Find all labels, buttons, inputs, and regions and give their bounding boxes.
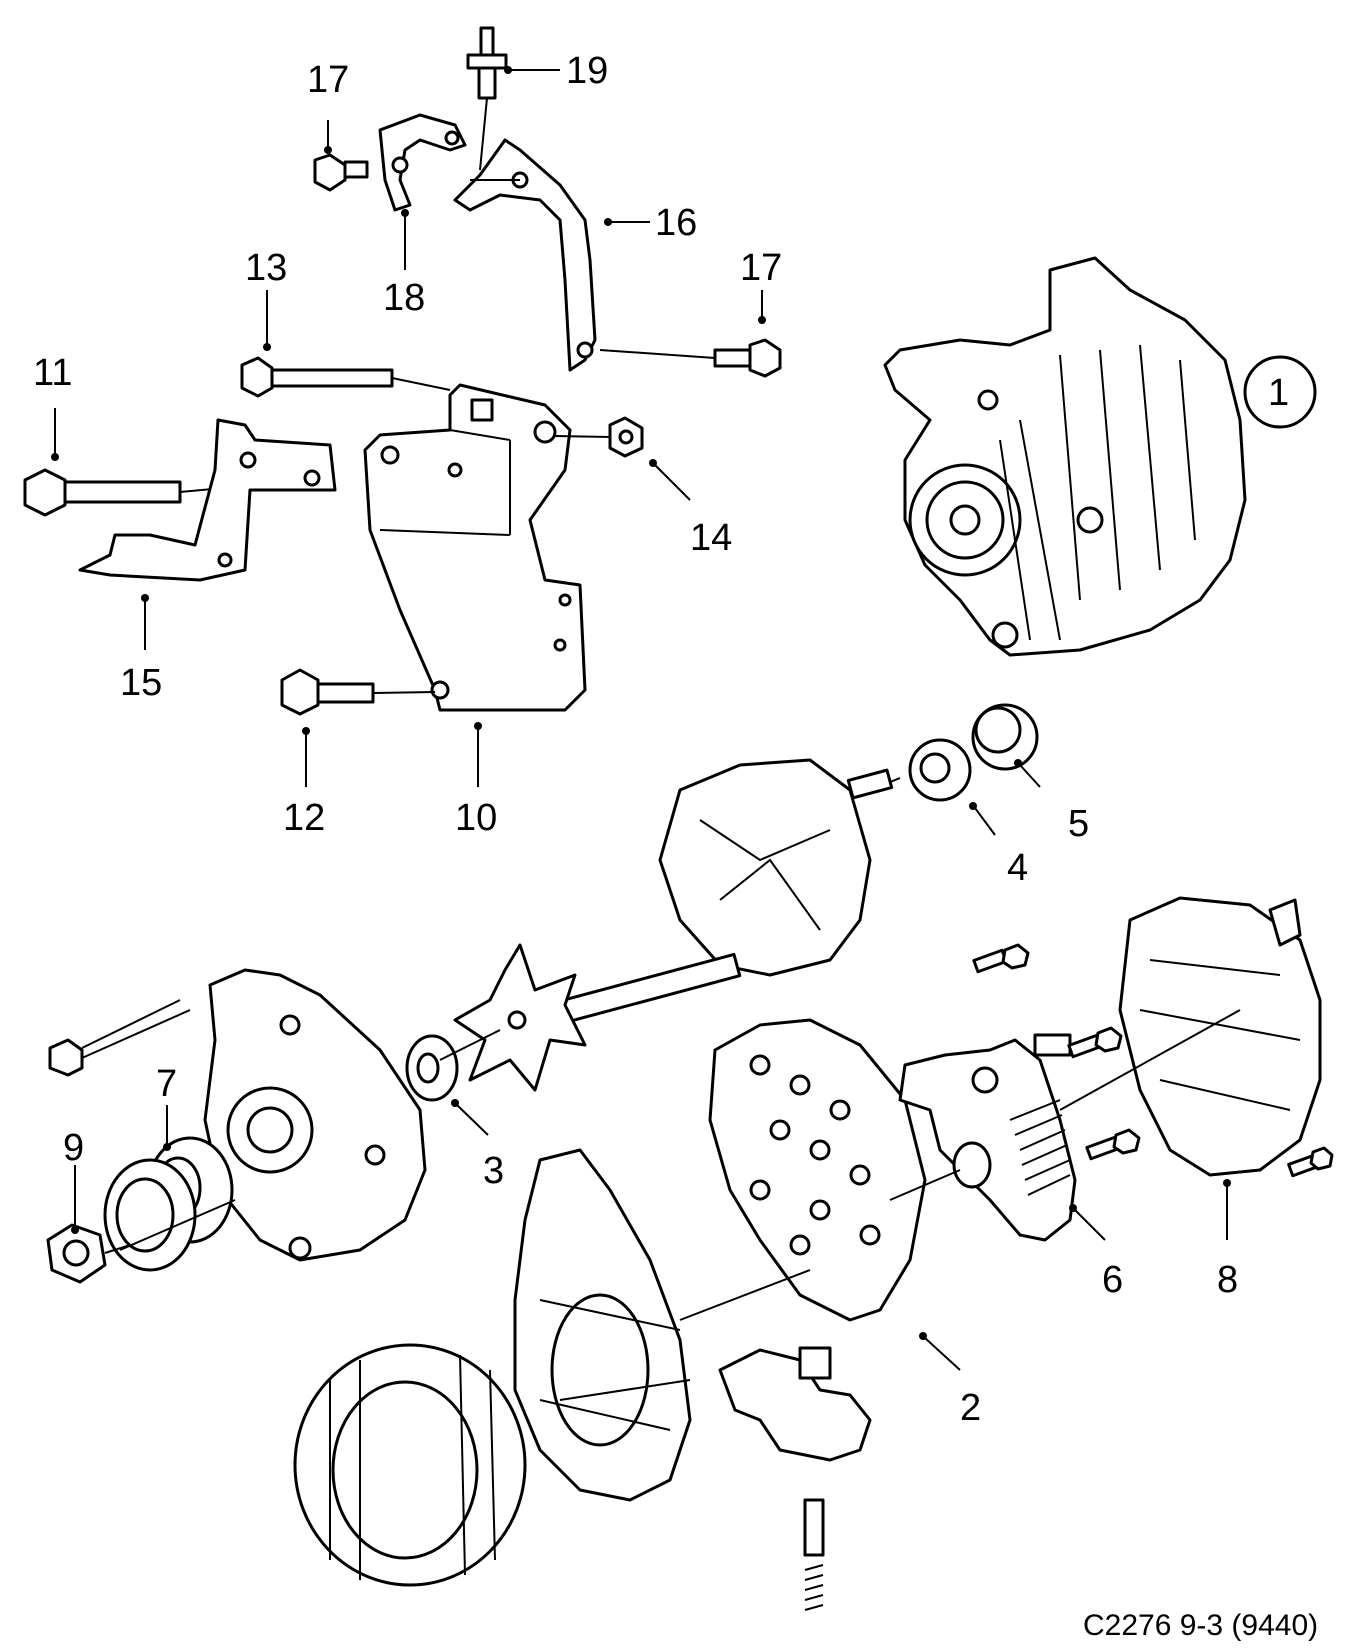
part-15-small-bracket [78,418,337,582]
part-10-main-bracket [363,383,587,712]
part-4-bearing [869,738,972,802]
part-5-bearing-cover [971,703,1039,771]
callout-18: 18 [383,277,425,319]
callout-8: 8 [1217,1259,1238,1301]
part-17-bolt-upper [313,153,369,192]
callout-9: 9 [63,1127,84,1169]
part-12-bolt [280,668,436,716]
callout-4: 4 [1007,847,1028,889]
callout-5: 5 [1068,803,1089,845]
callout-leaders [51,66,1231,1371]
callout-17b: 17 [740,247,782,289]
rotor [539,758,894,1029]
part-14-nut [554,416,644,458]
diagram-caption: C2276 9-3 (9440) [1083,1609,1318,1642]
rear-housing [513,1148,692,1502]
part-16-upper-bracket [453,138,597,372]
part-11-bolt [23,468,311,517]
part-7-pulley [103,1136,234,1272]
callout-7: 7 [156,1063,177,1105]
part-2-rectifier [708,1018,927,1322]
callout-17a: 17 [307,59,349,101]
part-13-long-bolt [240,356,451,398]
callout-13: 13 [245,247,287,289]
callout-16: 16 [655,202,697,244]
part-17-bolt-right [599,338,782,378]
part-1-alternator-assembly [883,256,1247,657]
callout-6: 6 [1102,1259,1123,1301]
part-9-nut [46,1223,131,1284]
brush-holder [718,1346,872,1611]
stator [293,1343,527,1587]
part-19-stud [466,26,508,171]
part-6-regulator [898,1033,1077,1242]
callout-10: 10 [455,797,497,839]
callout-19: 19 [566,50,608,92]
front-housing [48,968,427,1262]
callout-3: 3 [483,1150,504,1192]
exploded-axis-lines [119,1009,1241,1401]
part-18-clip [378,113,467,212]
part-8-rear-cover [1118,896,1334,1178]
callout-14: 14 [690,517,732,559]
regulator-screws [972,943,1141,1161]
callout-11: 11 [33,352,72,394]
part-3-fan-and-bearing [405,943,587,1102]
callout-12: 12 [283,797,325,839]
callout-1: 1 [1268,372,1289,414]
callout-15: 15 [120,662,162,704]
callout-2: 2 [960,1387,981,1429]
callout-1-circle [1243,355,1317,429]
